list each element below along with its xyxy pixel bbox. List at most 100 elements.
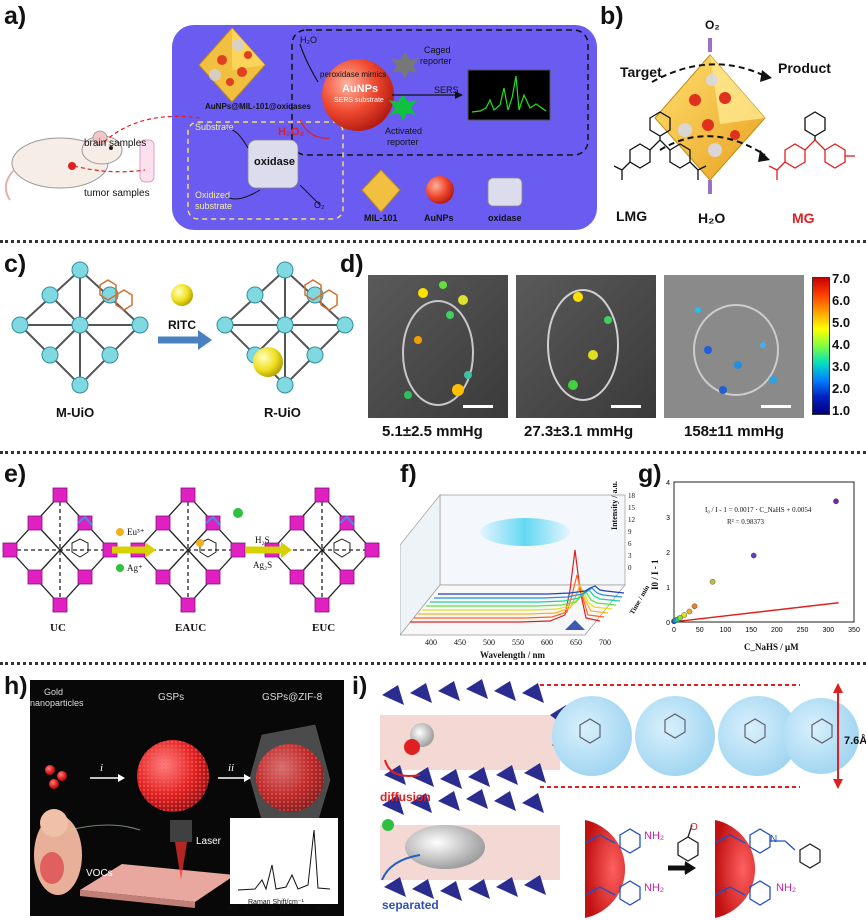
gold-label: Gold xyxy=(44,687,64,697)
f-xtick: 650 xyxy=(570,638,582,647)
raman-xtick: 1400 xyxy=(279,906,293,912)
oxidase-label: oxidase xyxy=(254,156,295,168)
f-ytick: 18 xyxy=(628,492,635,500)
panel-label-d: d) xyxy=(340,250,364,278)
legend-mil101: MIL-101 xyxy=(364,213,398,223)
raman-xtick: 1000 xyxy=(245,906,259,912)
g-data-point xyxy=(677,614,683,621)
panel-label-i: i) xyxy=(352,672,368,700)
vocs-label: VOCs xyxy=(86,868,113,879)
oxidized-label-2: substrate xyxy=(195,201,233,211)
r-uio-label: R-UiO xyxy=(264,405,301,420)
colorbar-tick: 2.0 xyxy=(832,381,851,396)
raman-xtick: 1600 xyxy=(297,906,311,912)
h2o-label-a: H₂O xyxy=(300,35,317,45)
panel-label-b: b) xyxy=(600,2,624,30)
colorbar-tick: 7.0 xyxy=(832,271,851,286)
pressure-caption: 5.1±2.5 mmHg xyxy=(382,423,483,440)
step-i-label: i xyxy=(100,762,104,774)
g-ytick-label: 0 xyxy=(666,620,670,627)
panel-label-h: h) xyxy=(4,672,28,700)
eauc-label: EAUC xyxy=(175,622,207,634)
panel-e-diagram xyxy=(2,487,380,613)
divider-3 xyxy=(0,662,866,665)
ag2s-label: Ag₂S xyxy=(253,560,273,570)
f-ytick: 15 xyxy=(628,504,635,512)
s-label-2: S xyxy=(590,886,597,897)
caged-label: Caged xyxy=(424,45,451,55)
activated-label-2: reporter xyxy=(387,137,419,147)
panel-f-3d-spectra xyxy=(400,494,626,636)
mof-label: AuNPs@MIL-101@oxidases xyxy=(205,102,311,111)
f-ytick: 9 xyxy=(628,528,632,536)
raman-xtick: 1800 xyxy=(315,906,329,912)
panel-label-a: a) xyxy=(4,2,27,30)
o2-label-b: O₂ xyxy=(705,18,720,32)
sers-label: SERS xyxy=(434,85,459,95)
gsps-zif-label: GSPs@ZIF-8 xyxy=(262,692,323,703)
f-ytick: 0 xyxy=(628,564,632,572)
legend-aunps: AuNPs xyxy=(424,213,454,223)
tumor-samples-label: tumor samples xyxy=(84,188,150,199)
target-label: Target xyxy=(620,64,662,80)
s-label-3: S xyxy=(720,834,727,845)
divider-2 xyxy=(0,451,866,454)
diffusion-label: diffusion xyxy=(380,790,431,804)
panel-b-diagram xyxy=(613,38,855,194)
mg-label: MG xyxy=(792,210,815,226)
g-data-point xyxy=(686,608,693,615)
g-xtick-label: 250 xyxy=(797,627,809,634)
activated-label: Activated xyxy=(385,126,423,136)
uc-label: UC xyxy=(50,622,66,634)
product-label: Product xyxy=(778,60,831,76)
pressure-caption: 27.3±3.1 mmHg xyxy=(524,423,634,440)
sample-tube-icon xyxy=(139,139,155,183)
g-data-point xyxy=(691,603,698,610)
g-ytick-label: 1 xyxy=(666,585,670,592)
peroxidase-label: peroxidase mimics xyxy=(320,70,387,79)
gold-label-2: nanoparticles xyxy=(30,698,84,708)
euc-label: EUC xyxy=(312,622,336,634)
ag-label: Ag⁺ xyxy=(127,563,143,573)
g-points xyxy=(671,498,839,625)
g-data-point xyxy=(709,578,716,585)
g-data-point xyxy=(681,612,688,618)
activated-reporter-star xyxy=(389,94,417,121)
nh2-label-2: NH₂ xyxy=(644,882,665,894)
g-xtick-label: 50 xyxy=(696,627,704,634)
panel-h-diagram xyxy=(30,680,344,916)
raman-xtick: 1200 xyxy=(262,906,276,912)
plus-label: + xyxy=(680,858,692,880)
g-xtick-label: 300 xyxy=(822,627,834,634)
colorbar-tick: 5.0 xyxy=(832,315,851,330)
g-data-point xyxy=(750,552,757,559)
panel-label-e: e) xyxy=(4,460,27,488)
m-uio-label: M-UiO xyxy=(56,405,95,420)
sers-spectrum xyxy=(471,75,547,113)
n-label: N xyxy=(770,834,778,845)
colorbar-tick: 6.0 xyxy=(832,293,851,308)
g-equation: I₀ / I - 1 = 0.0017 · C_NaHS + 0.0054 xyxy=(705,506,812,514)
o2-label-a: O₂ xyxy=(314,200,325,210)
f-ytick: 6 xyxy=(628,540,632,548)
h2o-label-b: H₂O xyxy=(698,210,726,226)
f-ytick: 3 xyxy=(628,552,632,560)
step-ii-label: ii xyxy=(228,762,235,774)
aunps-label-center: AuNPs xyxy=(342,83,379,95)
s-label-4: S xyxy=(720,886,727,897)
g-plot-frame xyxy=(673,481,855,623)
f-xtick: 600 xyxy=(541,638,553,647)
f-xtick: 400 xyxy=(425,638,437,647)
g-data-point xyxy=(833,498,839,505)
h2s-label: H₂S xyxy=(255,535,270,545)
f-xtick: 450 xyxy=(454,638,466,647)
g-xlabel: C_NaHS / μM xyxy=(744,642,799,652)
sers-substrate-label: SERS substrate xyxy=(334,97,384,104)
f-xtick: 700 xyxy=(599,638,611,647)
brain-samples-label: brain samples xyxy=(84,138,147,149)
panel-d-micrographs xyxy=(368,275,804,418)
panel-i-diagram xyxy=(380,679,859,918)
o-label: O xyxy=(690,822,698,833)
nh2-label-1: NH₂ xyxy=(644,830,665,842)
